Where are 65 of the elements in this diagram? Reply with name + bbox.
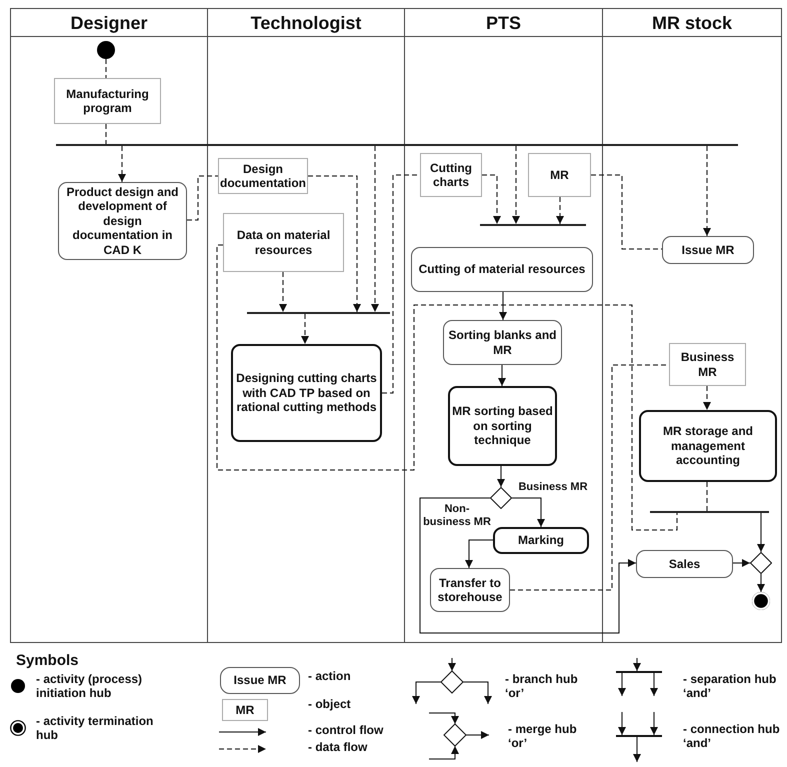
legend-text: - branch hub ‘or’ <box>505 672 579 701</box>
legend-text: - connection hub ‘and’ <box>683 722 781 751</box>
action-box: MR sorting based on sorting technique <box>448 386 557 466</box>
arrow <box>757 574 765 592</box>
object-box: Data on material resources <box>223 213 344 272</box>
action-box: Designing cutting charts with CAD TP based on rational cutting methods <box>231 344 382 442</box>
dashed-arrow <box>371 146 379 312</box>
object-box: MR <box>528 153 591 197</box>
start-node <box>97 41 115 59</box>
object-box: Manufacturing program <box>54 78 161 124</box>
action-box: Transfer to storehouse <box>430 568 510 612</box>
action-box: Cutting of material resources <box>411 247 593 292</box>
arrow <box>757 512 765 552</box>
swimlane <box>10 8 208 643</box>
edge-label: Non-business MR <box>423 503 491 528</box>
dashed-connector-line <box>590 174 662 250</box>
dashed-connector-line <box>216 244 678 530</box>
lane-header: Designer <box>11 9 207 37</box>
action-box: Sales <box>636 550 733 578</box>
legend-text: - action <box>308 669 352 684</box>
decision-diamond <box>750 552 772 574</box>
object-box: Cutting charts <box>420 153 482 197</box>
dashed-arrow <box>703 386 711 410</box>
legend-text: - separation hub ‘and’ <box>683 672 778 701</box>
dashed-connector-line <box>706 482 708 512</box>
dashed-arrow <box>512 146 520 224</box>
swimlane <box>602 8 782 643</box>
object-box: Design documentation <box>218 158 308 194</box>
swimlane <box>404 8 603 643</box>
legend-text: - activity termination hub <box>36 714 154 743</box>
action-box: Product design and development of design documentation in CAD K <box>58 182 187 260</box>
dashed-arrow <box>308 176 361 312</box>
dashed-arrow <box>301 314 309 344</box>
legend-text: - control flow <box>308 723 384 738</box>
dashed-arrow <box>482 174 501 224</box>
arrow <box>498 364 506 386</box>
arrow <box>465 540 494 568</box>
action-box: Issue MR <box>662 236 754 264</box>
lane-header: MR stock <box>603 9 781 37</box>
action-sample-box: Issue MR <box>220 667 300 694</box>
action-box: Sorting blanks and MR <box>443 320 562 365</box>
arrow <box>512 498 545 528</box>
decision-diamond <box>490 487 512 509</box>
legend-heading: Symbols <box>16 652 80 671</box>
legend-text: - merge hub ‘or’ <box>508 722 578 751</box>
arrow <box>497 466 505 488</box>
arrow <box>420 498 636 634</box>
dashed-connector-line <box>186 176 218 220</box>
action-box: MR storage and management accounting <box>639 410 777 482</box>
arrow <box>732 559 750 567</box>
dashed-arrow <box>703 146 711 236</box>
object-box: Business MR <box>669 343 746 386</box>
action-box: Marking <box>493 527 589 554</box>
swimlane <box>207 8 405 643</box>
object-sample-box: MR <box>222 699 268 721</box>
dashed-arrow <box>118 146 126 182</box>
dashed-arrow <box>279 272 287 312</box>
legend-text: - activity (process) initiation hub <box>36 672 144 701</box>
legend-text: - data flow <box>308 740 368 754</box>
dashed-arrow <box>556 196 564 224</box>
end-node <box>752 592 770 610</box>
arrow <box>499 292 507 320</box>
lane-header: PTS <box>405 9 602 37</box>
lane-header: Technologist <box>208 9 404 37</box>
legend-text: - object <box>308 697 352 712</box>
